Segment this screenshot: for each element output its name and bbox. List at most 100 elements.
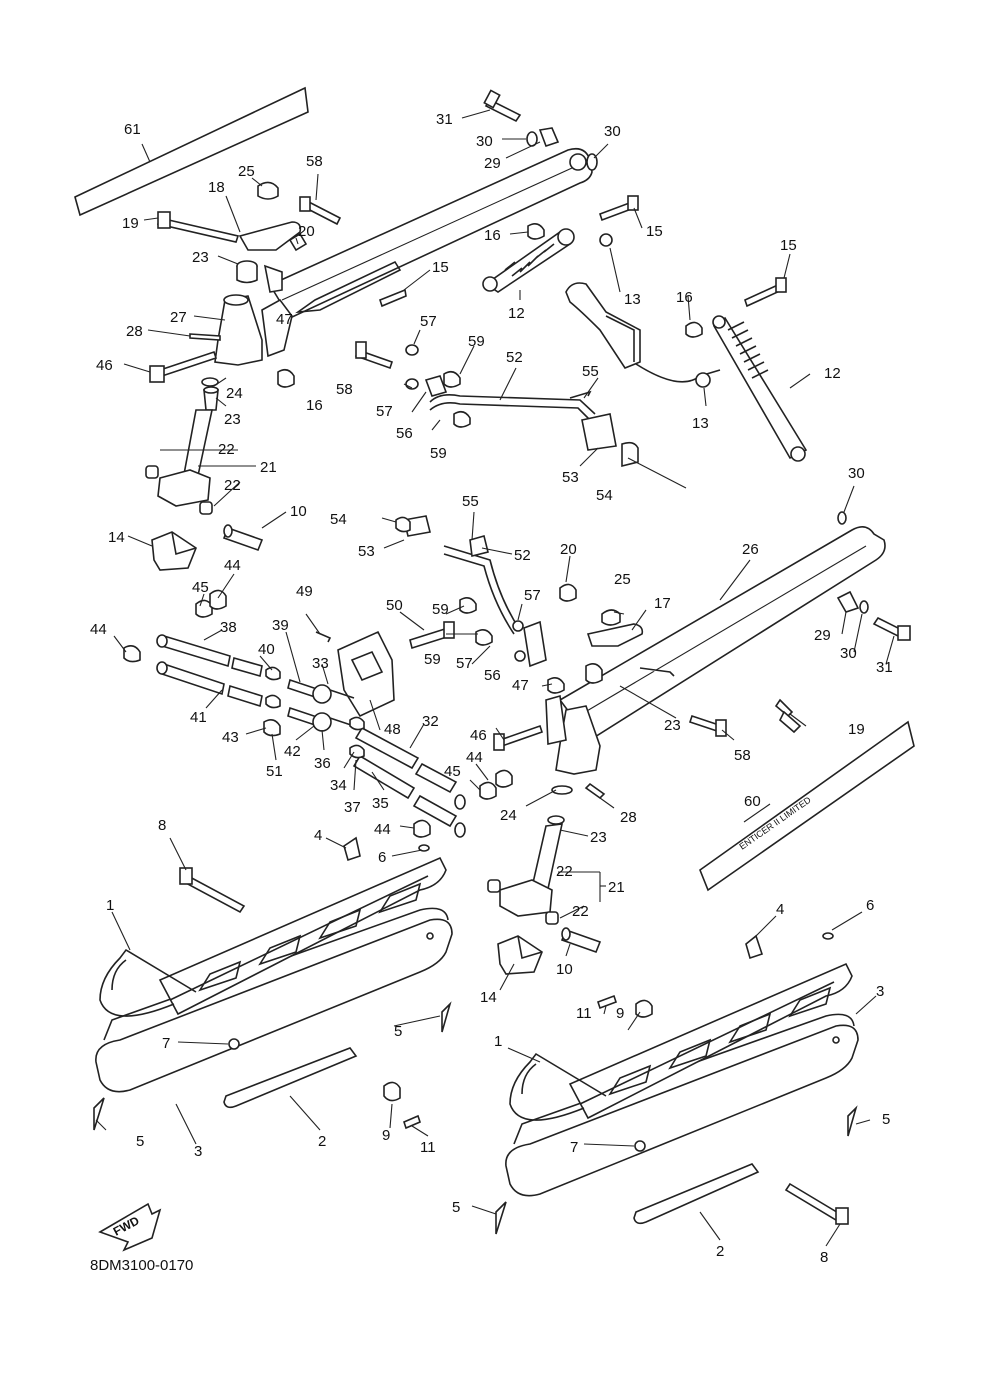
callout-42: 42 xyxy=(284,743,301,760)
callout-23: 23 xyxy=(590,829,607,846)
callout-30: 30 xyxy=(604,123,621,140)
decal-60 xyxy=(699,720,915,892)
callout-36: 36 xyxy=(314,755,331,772)
callout-40: 40 xyxy=(258,641,275,658)
callout-58: 58 xyxy=(734,747,751,764)
callout-29: 29 xyxy=(814,627,831,644)
callout-39: 39 xyxy=(272,617,289,634)
callout-26: 26 xyxy=(742,541,759,558)
callout-33: 33 xyxy=(312,655,329,672)
callout-9: 9 xyxy=(616,1005,624,1022)
callout-5: 5 xyxy=(136,1133,144,1150)
shaft-32 xyxy=(354,726,420,770)
diagram-code: 8DM3100-0170 xyxy=(90,1257,193,1274)
callout-2: 2 xyxy=(318,1133,326,1150)
callout-9: 9 xyxy=(382,1127,390,1144)
callout-59: 59 xyxy=(430,445,447,462)
callout-10: 10 xyxy=(556,961,573,978)
callout-4: 4 xyxy=(776,901,784,918)
callout-10: 10 xyxy=(290,503,307,520)
tie-rod-52b xyxy=(443,545,521,631)
callout-4: 4 xyxy=(314,827,322,844)
callout-13: 13 xyxy=(692,415,709,432)
callout-59: 59 xyxy=(432,601,449,618)
callout-20: 20 xyxy=(560,541,577,558)
callout-38: 38 xyxy=(220,619,237,636)
callout-11: 11 xyxy=(576,1005,592,1022)
callout-57: 57 xyxy=(456,655,473,672)
callout-14: 14 xyxy=(480,989,497,1006)
callout-31: 31 xyxy=(436,111,453,128)
callout-14: 14 xyxy=(108,529,125,546)
callout-55: 55 xyxy=(462,493,479,510)
ski-left xyxy=(93,836,453,1131)
callout-labels: 61 31 30 30 29 58 25 18 19 20 23 16 15 1… xyxy=(90,111,893,1266)
callout-44: 44 xyxy=(374,821,391,838)
callout-7: 7 xyxy=(162,1035,170,1052)
callout-56: 56 xyxy=(484,667,501,684)
callout-2: 2 xyxy=(716,1243,724,1260)
callout-24: 24 xyxy=(500,807,517,824)
callout-22: 22 xyxy=(224,477,241,494)
callout-22: 22 xyxy=(572,903,589,920)
callout-5: 5 xyxy=(394,1023,402,1040)
callout-59: 59 xyxy=(424,651,441,668)
leader-lines xyxy=(95,109,895,1247)
callout-1: 1 xyxy=(494,1033,502,1050)
callout-57: 57 xyxy=(376,403,393,420)
callout-6: 6 xyxy=(378,849,386,866)
callout-19: 19 xyxy=(122,215,139,232)
callout-23: 23 xyxy=(224,411,241,428)
callout-16: 16 xyxy=(306,397,323,414)
callout-54: 54 xyxy=(330,511,347,528)
decal-61 xyxy=(74,86,309,217)
callout-60: 60 xyxy=(744,793,761,810)
shaft-38 xyxy=(161,634,231,668)
callout-28: 28 xyxy=(620,809,637,826)
callout-51: 51 xyxy=(266,763,283,780)
callout-18: 18 xyxy=(208,179,225,196)
callout-35: 35 xyxy=(372,795,389,812)
callout-46: 46 xyxy=(470,727,487,744)
shock-bracket xyxy=(565,282,641,369)
callout-27: 27 xyxy=(170,309,187,326)
callout-3: 3 xyxy=(876,983,884,1000)
fwd-arrow: FWD xyxy=(98,1202,162,1252)
callout-15: 15 xyxy=(780,237,797,254)
callout-22: 22 xyxy=(218,441,235,458)
callout-31: 31 xyxy=(876,659,893,676)
callout-44: 44 xyxy=(224,557,241,574)
callout-44: 44 xyxy=(90,621,107,638)
callout-6: 6 xyxy=(866,897,874,914)
callout-46: 46 xyxy=(96,357,113,374)
callout-29: 29 xyxy=(484,155,501,172)
ski-right xyxy=(495,932,859,1235)
callout-48: 48 xyxy=(384,721,401,738)
callout-1: 1 xyxy=(106,897,114,914)
callout-41: 41 xyxy=(190,709,207,726)
bracket-14b xyxy=(497,935,543,975)
callout-37: 37 xyxy=(344,799,361,816)
callout-45: 45 xyxy=(192,579,209,596)
callout-59: 59 xyxy=(468,333,485,350)
callout-49: 49 xyxy=(296,583,313,600)
tie-rod-52a xyxy=(429,394,596,415)
callout-45: 45 xyxy=(444,763,461,780)
callout-16: 16 xyxy=(484,227,501,244)
spindle-leg-right xyxy=(499,879,553,917)
callout-53: 53 xyxy=(358,543,375,560)
callout-13: 13 xyxy=(624,291,641,308)
spindle-right xyxy=(555,705,601,775)
shaft-41 xyxy=(161,662,225,696)
callout-20: 20 xyxy=(298,223,315,240)
callout-56: 56 xyxy=(396,425,413,442)
callout-24: 24 xyxy=(226,385,243,402)
callout-47: 47 xyxy=(276,311,293,328)
radius-arm-26 xyxy=(558,526,886,742)
callout-17: 17 xyxy=(654,595,671,612)
callout-23: 23 xyxy=(192,249,209,266)
callout-16: 16 xyxy=(676,289,693,306)
callout-58: 58 xyxy=(306,153,323,170)
ski-loop-right xyxy=(509,1052,607,1121)
callout-53: 53 xyxy=(562,469,579,486)
